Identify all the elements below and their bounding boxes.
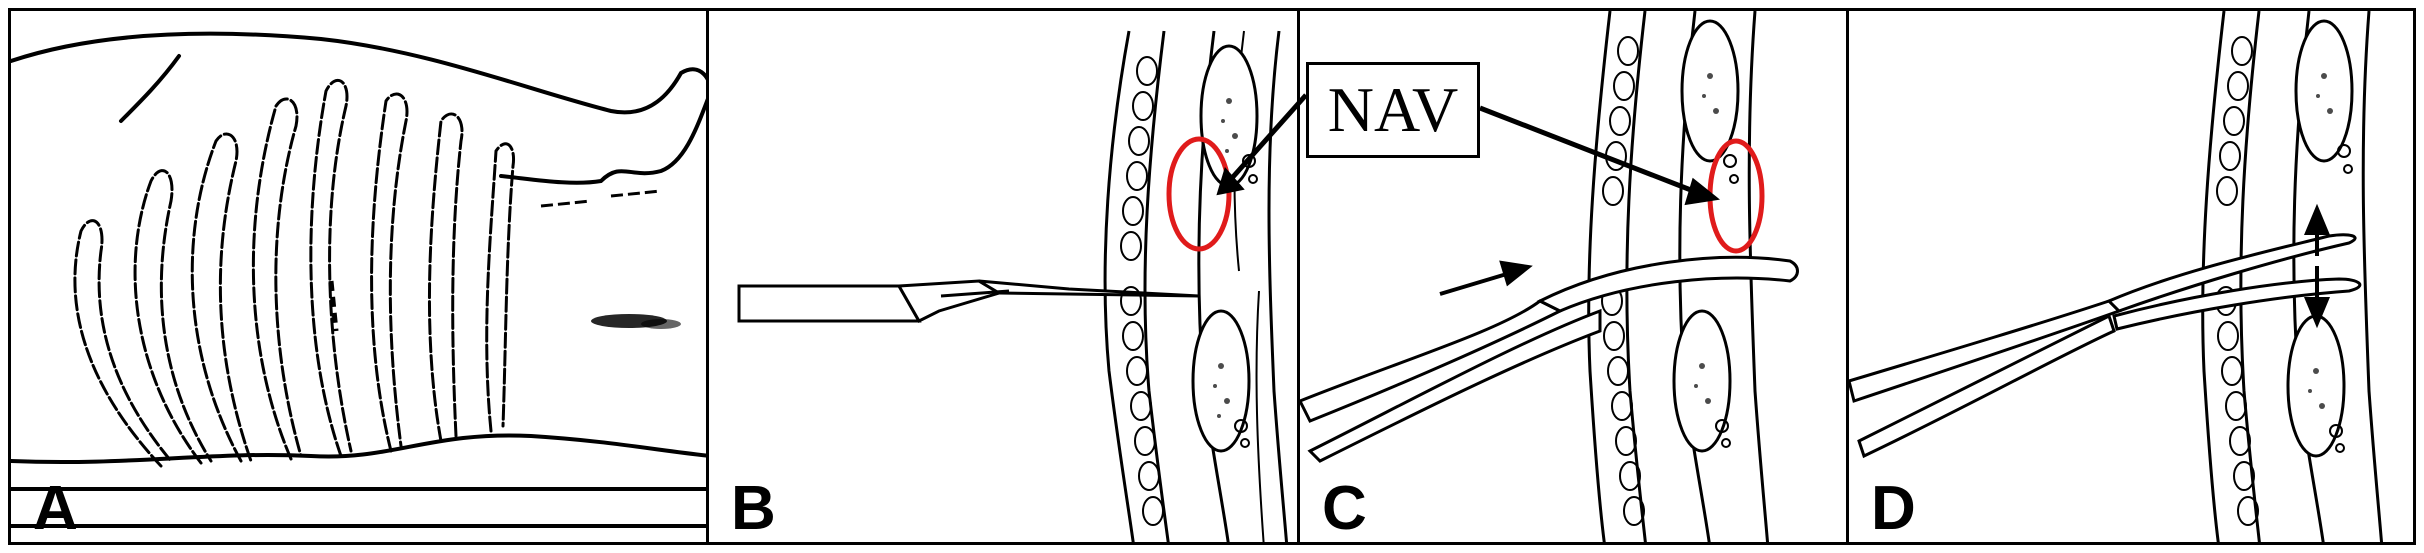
panel-d: D (1846, 8, 2416, 545)
panel-b: B (706, 8, 1300, 545)
rib-cross-sections (2286, 19, 2354, 458)
panel-a: A (8, 8, 710, 545)
panel-d-illustration (1849, 11, 2384, 542)
nav-callout-box: NAV (1306, 62, 1480, 158)
rib-cross-sections (1672, 19, 1740, 453)
panel-label-b: B (731, 474, 776, 543)
skin-layer (2201, 11, 2226, 542)
chest-outline (11, 31, 707, 115)
panel-label-a: A (33, 474, 78, 543)
direction-arrow (1439, 260, 1533, 296)
incision-mark (591, 314, 681, 329)
ribs (73, 78, 516, 468)
back-outline (11, 433, 707, 465)
fat-cells (1120, 56, 1164, 526)
panel-label-d: D (1871, 474, 1916, 543)
skin-layer (1103, 30, 1135, 542)
panel-a-illustration (11, 31, 707, 528)
panel-b-illustration (737, 30, 1289, 542)
fat-cells (2215, 36, 2259, 526)
forceps (1300, 255, 1799, 463)
scalpel (737, 279, 1200, 323)
spread-arrows (2304, 203, 2330, 329)
panel-label-c: C (1322, 474, 1367, 543)
forceps-open (1849, 233, 2362, 459)
panel-c-illustration (1300, 11, 1799, 542)
